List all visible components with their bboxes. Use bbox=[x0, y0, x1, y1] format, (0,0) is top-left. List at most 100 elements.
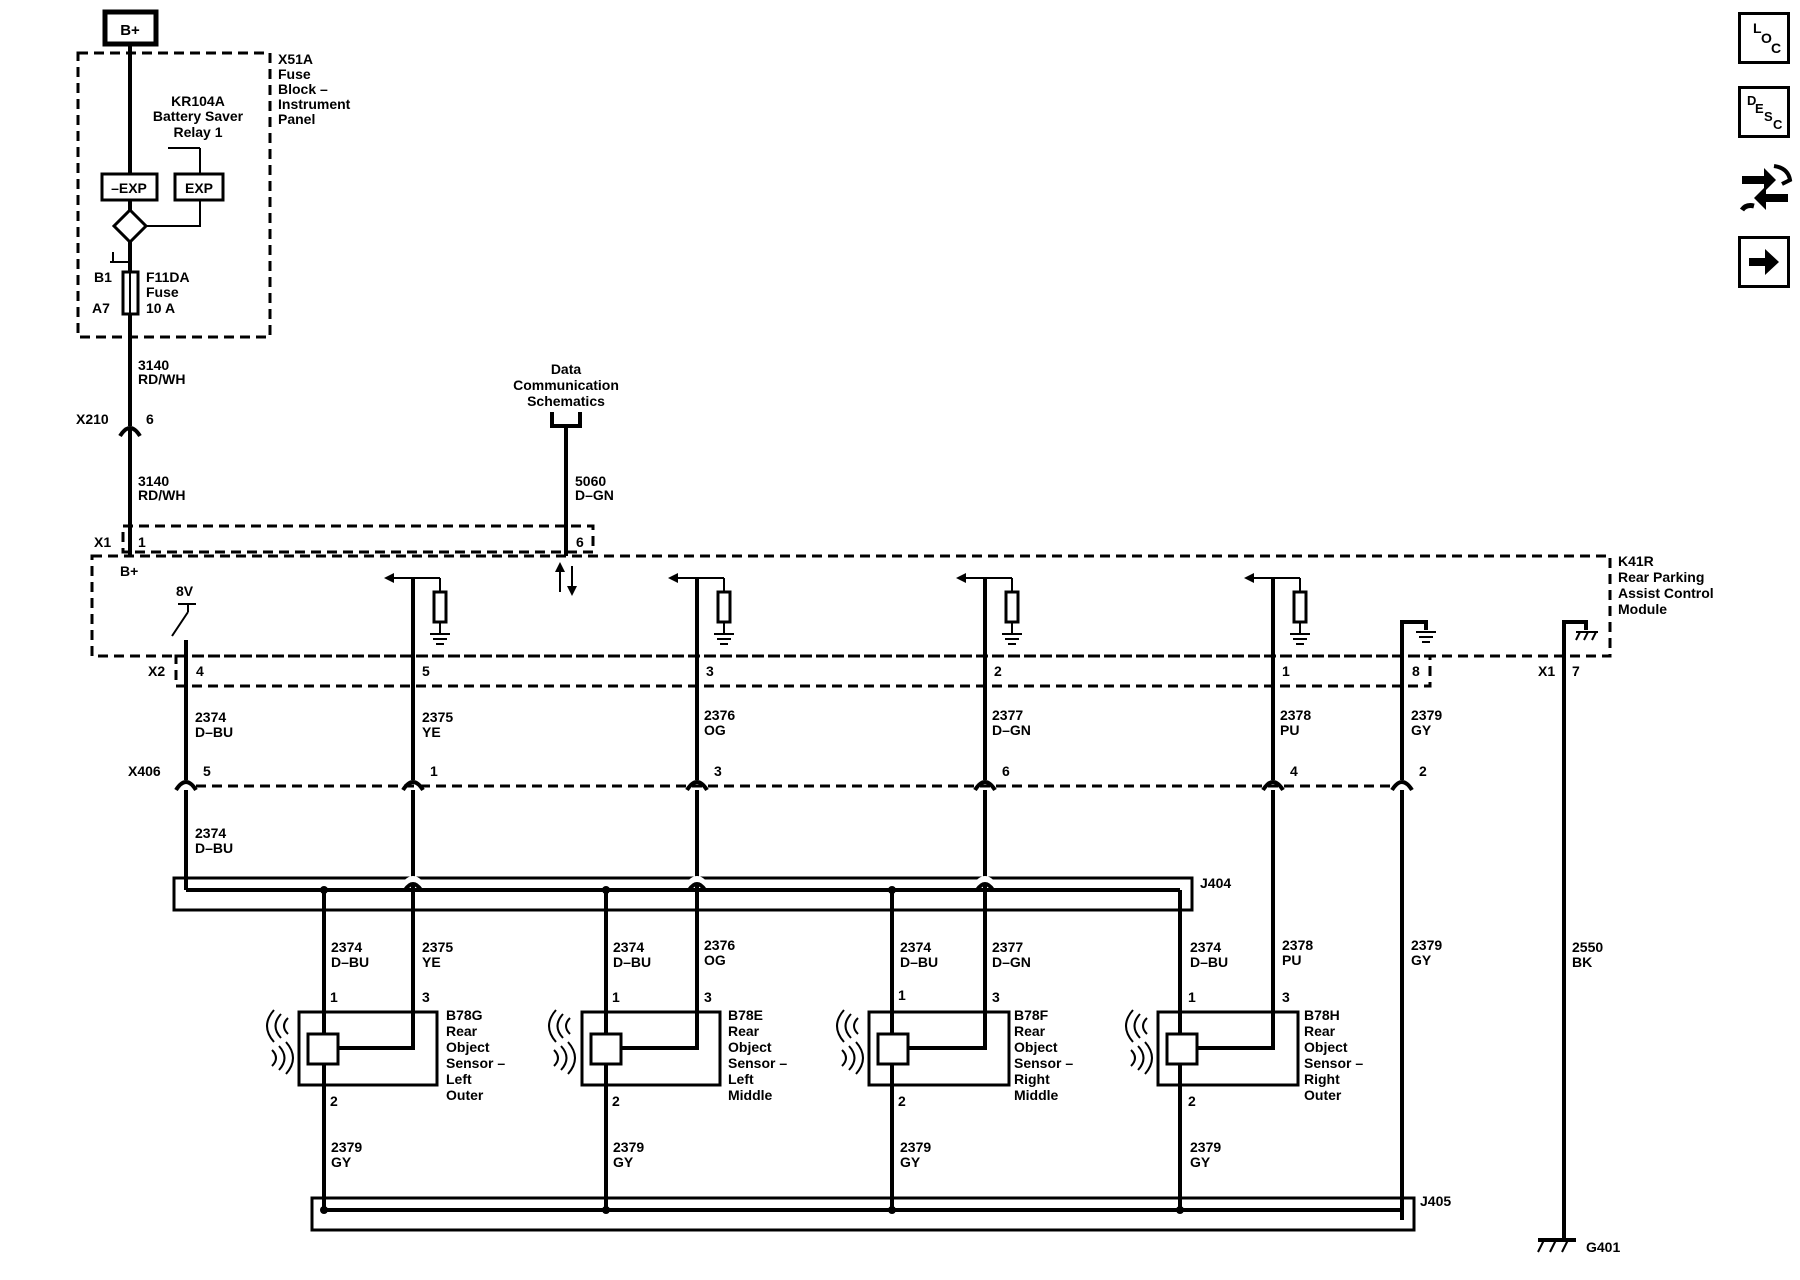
svg-text:Sensor –: Sensor – bbox=[1014, 1055, 1073, 1071]
sensor-4-bottom-num: 2379 bbox=[1190, 1139, 1221, 1155]
svg-text:Data: Data bbox=[551, 361, 582, 377]
sensor-2-right-num: 2376 bbox=[704, 937, 735, 953]
wire-3140-a-num: 3140 bbox=[138, 357, 169, 373]
module-8v: 8V bbox=[176, 583, 194, 599]
svg-text:B78G: B78G bbox=[446, 1007, 483, 1023]
signal-circuit-1 bbox=[384, 573, 450, 660]
upper-wire-3-color: OG bbox=[704, 722, 726, 738]
x2-pin-2: 5 bbox=[422, 663, 430, 679]
x2-pin-6: 8 bbox=[1412, 663, 1420, 679]
svg-text:Communication: Communication bbox=[513, 377, 619, 393]
svg-text:Rear: Rear bbox=[1304, 1023, 1336, 1039]
module-label: K41R Rear Parking Assist Control Module bbox=[1618, 553, 1714, 617]
sensor-2-bottom-color: GY bbox=[613, 1154, 634, 1170]
ground-label: G401 bbox=[1586, 1239, 1620, 1255]
upper-wire-6-color: GY bbox=[1411, 722, 1432, 738]
sensor-1-wave-icon bbox=[266, 1009, 294, 1075]
upper-wire-5-num: 2378 bbox=[1280, 707, 1311, 723]
desc-icon: D E S C bbox=[1747, 93, 1783, 132]
svg-text:Right: Right bbox=[1014, 1071, 1050, 1087]
upper-wire-4-num: 2377 bbox=[992, 707, 1023, 723]
desc-button[interactable]: D E S C bbox=[1738, 86, 1790, 138]
relay-diamond bbox=[111, 207, 149, 245]
power-source: B+ bbox=[102, 9, 159, 47]
sensor-4-wave-icon bbox=[1125, 1009, 1153, 1075]
sensor-2-pin1: 1 bbox=[612, 989, 620, 1005]
sensor-4-pin3: 3 bbox=[1282, 989, 1290, 1005]
svg-text:Sensor –: Sensor – bbox=[728, 1055, 787, 1071]
svg-text:B78F: B78F bbox=[1014, 1007, 1049, 1023]
mid-wire-color: D–BU bbox=[195, 840, 233, 856]
wire-5060-color: D–GN bbox=[575, 487, 614, 503]
relay-exp-label: EXP bbox=[185, 180, 213, 196]
x1-label: X1 bbox=[94, 534, 111, 550]
sensor-b78h: 2374 D–BU 2378 PU 1 3 2 2379 GY B78H Rea… bbox=[1125, 937, 1363, 1170]
mid-wire-num: 2374 bbox=[195, 825, 226, 841]
x1-pin6: 6 bbox=[576, 534, 584, 550]
svg-text:Assist Control: Assist Control bbox=[1618, 585, 1714, 601]
svg-text:Outer: Outer bbox=[1304, 1087, 1342, 1103]
x210-pin: 6 bbox=[146, 411, 154, 427]
signal-circuit-4 bbox=[1244, 573, 1310, 660]
sensor-4-right-color: PU bbox=[1282, 952, 1301, 968]
upper-wire-6-num: 2379 bbox=[1411, 707, 1442, 723]
svg-text:B78E: B78E bbox=[728, 1007, 763, 1023]
fuse-block-outline bbox=[76, 51, 272, 339]
upper-wire-2-num: 2375 bbox=[422, 709, 453, 725]
svg-text:Schematics: Schematics bbox=[527, 393, 605, 409]
sensor-2-wave-icon bbox=[548, 1009, 576, 1075]
relay-label: KR104A Battery Saver Relay 1 bbox=[153, 93, 244, 140]
module-outline bbox=[90, 554, 1612, 658]
sensor-1-bottom-num: 2379 bbox=[331, 1139, 362, 1155]
data-arrows bbox=[555, 562, 577, 596]
wire-3140-a-color: RD/WH bbox=[138, 371, 185, 387]
sensor-b78e: 2374 D–BU 2376 OG 1 3 2 2379 GY B78E Rea… bbox=[548, 937, 787, 1170]
signal-circuit-2 bbox=[668, 573, 734, 660]
sensor-4-right-num: 2378 bbox=[1282, 937, 1313, 953]
right-gy-color: GY bbox=[1411, 952, 1432, 968]
x1b-label: X1 bbox=[1538, 663, 1555, 679]
ground-wire-num: 2550 bbox=[1572, 939, 1603, 955]
svg-text:Left: Left bbox=[446, 1071, 472, 1087]
sensor-2-left-color: D–BU bbox=[613, 954, 651, 970]
sensor-4-bottom-color: GY bbox=[1190, 1154, 1211, 1170]
svg-text:E: E bbox=[1755, 101, 1764, 116]
ground-wire-color: BK bbox=[1572, 954, 1592, 970]
x406-pin-5: 4 bbox=[1290, 763, 1298, 779]
svg-text:S: S bbox=[1764, 109, 1773, 124]
sensor-1-right-color: YE bbox=[422, 954, 441, 970]
svg-text:D: D bbox=[1747, 93, 1756, 108]
signal-circuit-3 bbox=[956, 573, 1022, 660]
sensor-4-pin2: 2 bbox=[1188, 1093, 1196, 1109]
connector-button[interactable] bbox=[1736, 158, 1794, 218]
svg-text:Rear: Rear bbox=[728, 1023, 760, 1039]
x406-connectors bbox=[174, 780, 1414, 792]
module-bplus: B+ bbox=[120, 563, 138, 579]
svg-text:Sensor –: Sensor – bbox=[1304, 1055, 1363, 1071]
next-button[interactable] bbox=[1738, 236, 1790, 288]
ground-g401 bbox=[1537, 1238, 1576, 1253]
svg-text:Left: Left bbox=[728, 1071, 754, 1087]
wire-5060-num: 5060 bbox=[575, 473, 606, 489]
svg-text:Fuse: Fuse bbox=[278, 66, 311, 82]
sensor-4-left-num: 2374 bbox=[1190, 939, 1221, 955]
sensor-3-left-num: 2374 bbox=[900, 939, 931, 955]
wire-3140-b-num: 3140 bbox=[138, 473, 169, 489]
svg-text:Battery Saver: Battery Saver bbox=[153, 108, 244, 124]
sensor-3-pin3: 3 bbox=[992, 989, 1000, 1005]
svg-text:Rear: Rear bbox=[1014, 1023, 1046, 1039]
svg-text:Middle: Middle bbox=[728, 1087, 773, 1103]
svg-text:Rear Parking: Rear Parking bbox=[1618, 569, 1704, 585]
upper-wire-2-color: YE bbox=[422, 724, 441, 740]
upper-wire-4-color: D–GN bbox=[992, 722, 1031, 738]
upper-wire-3-num: 2376 bbox=[704, 707, 735, 723]
sensor-2-right-color: OG bbox=[704, 952, 726, 968]
x1b-pin: 7 bbox=[1572, 663, 1580, 679]
pin-b1: B1 bbox=[94, 269, 112, 285]
j404-label: J404 bbox=[1200, 875, 1231, 891]
sensor-2-left-num: 2374 bbox=[613, 939, 644, 955]
connector-icon bbox=[1739, 164, 1793, 212]
sensor-3-wave-icon bbox=[836, 1009, 864, 1075]
loc-button[interactable]: L O C bbox=[1738, 12, 1790, 64]
x2-pin-3: 3 bbox=[706, 663, 714, 679]
